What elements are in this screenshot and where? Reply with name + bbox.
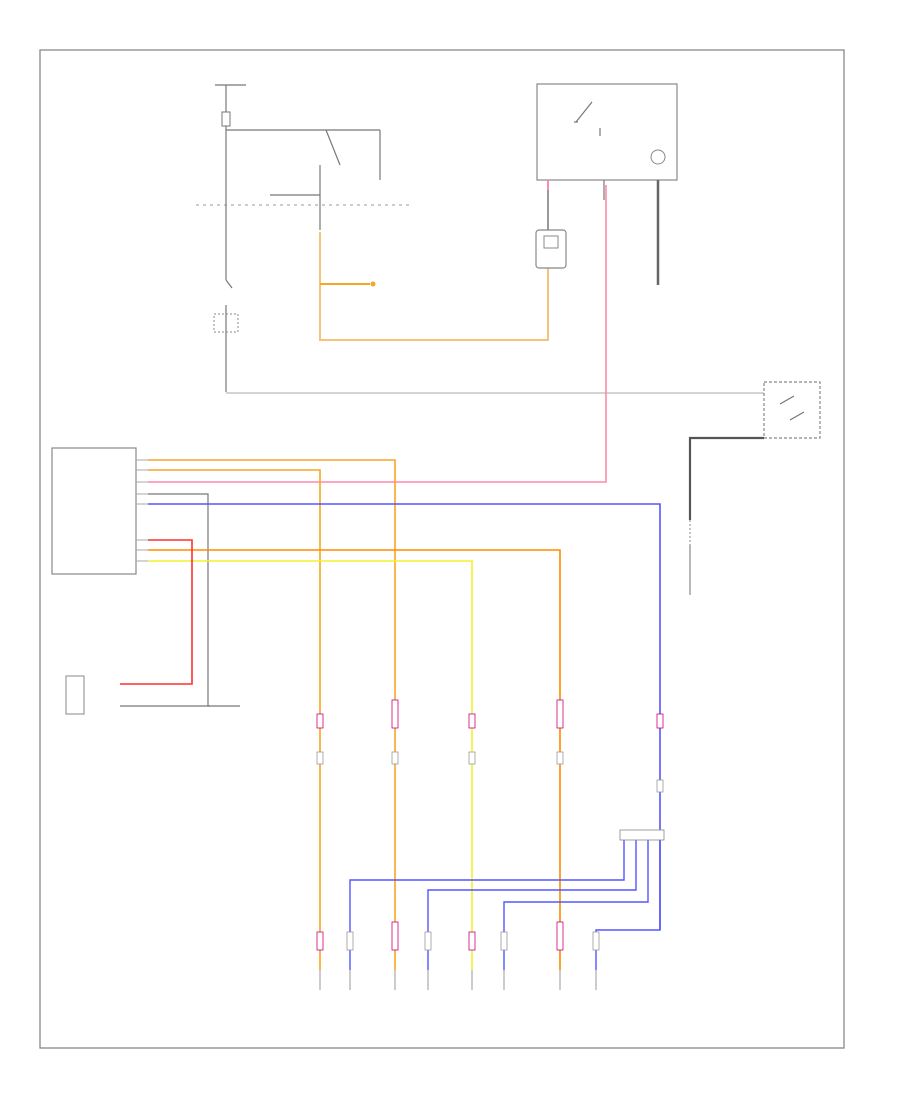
blue-fanout-3 <box>503 840 649 970</box>
yellow-wire <box>148 560 473 970</box>
sensor-pin-rr-1 <box>556 921 564 951</box>
sensor-pin-lr-2 <box>500 931 508 951</box>
dark-orange-wire <box>148 549 561 970</box>
sensor-pin-rr-2 <box>592 931 600 951</box>
connector-c2 <box>391 699 399 729</box>
sensor-module-inner <box>543 235 559 249</box>
trans-switch-box <box>763 381 821 439</box>
connector-d5 <box>656 779 664 793</box>
harness-connectors <box>316 699 664 793</box>
connector-c4 <box>556 699 564 729</box>
trans-switch-arm-2 <box>789 411 805 421</box>
trans-ground-wire <box>688 436 764 520</box>
sensor-connectors <box>316 921 600 990</box>
sensor-pin-rf-1 <box>391 921 399 951</box>
diode-module <box>213 313 239 333</box>
control-module-top <box>536 83 678 285</box>
connector-d4 <box>556 751 564 765</box>
orange-wire-2 <box>148 469 321 970</box>
trans-switch-arm <box>779 395 795 405</box>
connector-c3 <box>468 713 476 729</box>
control-module-box <box>536 83 678 181</box>
ignition-switch-contact <box>225 279 233 289</box>
orange-branch-terminal <box>370 281 376 287</box>
connector-d3 <box>468 751 476 765</box>
left-module-box <box>51 447 137 575</box>
fuse-symbol <box>221 111 231 127</box>
sensor-pin-lf-1 <box>316 931 324 951</box>
left-control-module <box>51 447 148 575</box>
power-distribution-section <box>196 84 770 394</box>
sensor-pin-lr-1 <box>468 931 476 951</box>
sensor-pin-rf-2 <box>424 931 432 951</box>
orange-loop-wire <box>319 232 549 341</box>
sensor-pin-lf-2 <box>346 931 354 951</box>
red-sensor-wire <box>120 539 193 685</box>
orange-wire-1 <box>148 459 396 970</box>
blue-signal-wire <box>148 503 661 930</box>
blue-fanout-1 <box>349 840 625 970</box>
pink-signal-wire <box>148 185 607 483</box>
diagram-frame <box>39 49 845 1049</box>
gray-ground-wire <box>148 493 210 707</box>
connector-c1 <box>316 713 324 729</box>
blue-fanout-2 <box>427 840 637 970</box>
connector-d2 <box>391 751 399 765</box>
module-switch-arm <box>575 101 593 123</box>
module-indicator-icon <box>650 149 666 165</box>
blue-fanout-4 <box>595 840 661 970</box>
transmission-switch <box>688 381 821 595</box>
speed-sensor-box <box>65 675 85 715</box>
orange-power-loop <box>319 190 567 341</box>
relay-switch-arm <box>325 129 341 166</box>
connector-d1 <box>316 751 324 765</box>
connector-c5 <box>656 713 664 729</box>
sensor-harness <box>65 459 661 970</box>
fanout-connector <box>619 829 665 841</box>
